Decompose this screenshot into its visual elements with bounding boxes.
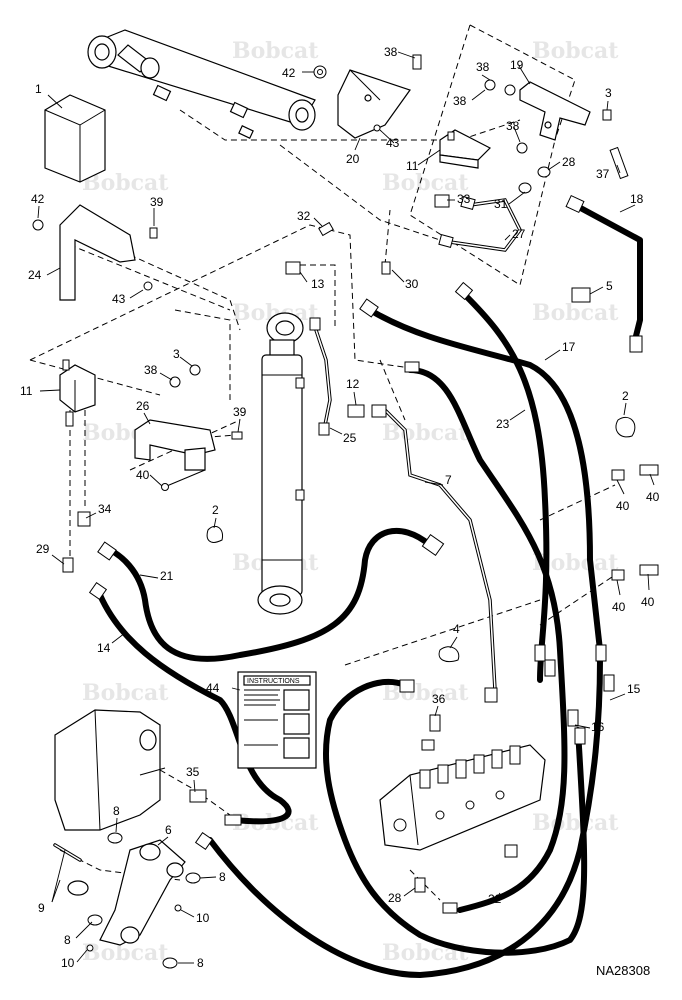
watermark-layer: Bobcat Bobcat Bobcat Bobcat Bobcat Bobca… [82, 38, 619, 966]
callout-29: 29 [36, 542, 50, 556]
callout-16: 16 [591, 720, 605, 734]
callout-3: 3 [605, 86, 612, 100]
callout-42: 42 [31, 192, 45, 206]
callout-42: 42 [282, 66, 296, 80]
part-27-tube [438, 196, 523, 252]
callout-28: 28 [562, 155, 576, 169]
callout-22: 22 [488, 892, 502, 906]
callout-28: 28 [388, 891, 402, 905]
part-7-tube [383, 408, 498, 703]
callout-5: 5 [606, 279, 613, 293]
part-26-bracket [134, 419, 216, 471]
part-20-shield [337, 69, 411, 139]
callout-10: 10 [61, 956, 75, 970]
callout-4: 4 [453, 622, 460, 636]
callout-40: 40 [612, 600, 626, 614]
callout-8: 8 [64, 933, 71, 947]
part-44-instructions: INSTRUCTIONS [237, 671, 317, 769]
part-11-valve-left [59, 359, 96, 427]
part-1-kit-box [44, 94, 106, 183]
callout-23: 23 [496, 417, 510, 431]
callout-2: 2 [212, 503, 219, 517]
o-rings-and-fittings [86, 832, 201, 969]
callout-8: 8 [113, 804, 120, 818]
watermark: Bobcat [382, 420, 469, 446]
callout-32: 32 [297, 209, 311, 223]
callout-3: 3 [173, 347, 180, 361]
callout-19: 19 [510, 58, 524, 72]
callout-leaders [37, 51, 655, 964]
callout-43: 43 [112, 292, 126, 306]
callout-24: 24 [28, 268, 42, 282]
callout-37: 37 [596, 167, 610, 181]
callout-2: 2 [622, 389, 629, 403]
watermark: Bobcat [532, 810, 619, 836]
callout-36: 36 [432, 692, 446, 706]
hose-fittings [88, 194, 643, 914]
watermark: Bobcat [382, 170, 469, 196]
mount-bracket-casting [54, 709, 166, 831]
callout-13: 13 [311, 277, 325, 291]
small-hardware [32, 54, 659, 893]
callout-11: 11 [406, 159, 419, 173]
tilt-cylinder-vertical [257, 312, 305, 615]
callout-1: 1 [35, 82, 42, 96]
callout-11: 11 [20, 384, 33, 398]
control-valve-assembly [379, 744, 546, 851]
callout-40: 40 [641, 595, 655, 609]
callout-34: 34 [98, 502, 112, 516]
callout-40: 40 [646, 490, 660, 504]
part-24-bracket [59, 204, 136, 301]
callout-9: 9 [38, 901, 45, 915]
watermark: Bobcat [532, 38, 619, 64]
callout-38: 38 [384, 45, 398, 59]
callout-44: 44 [206, 681, 220, 695]
callout-40: 40 [136, 468, 150, 482]
callout-25: 25 [343, 431, 357, 445]
callout-40: 40 [616, 499, 630, 513]
callout-12: 12 [346, 377, 360, 391]
callout-15: 15 [627, 682, 641, 696]
callout-8: 8 [197, 956, 204, 970]
callout-31: 31 [494, 197, 508, 211]
part-6-link [99, 839, 186, 946]
callout-10: 10 [196, 911, 210, 925]
watermark: Bobcat [82, 680, 169, 706]
callout-43: 43 [386, 136, 400, 150]
callout-8: 8 [219, 870, 226, 884]
callout-33: 33 [457, 192, 471, 206]
callout-38: 38 [453, 94, 467, 108]
part-9-pins [53, 843, 89, 896]
callout-38: 38 [506, 119, 520, 133]
part-19-bracket [519, 81, 591, 141]
callout-20: 20 [346, 152, 360, 166]
callout-27: 27 [512, 227, 526, 241]
callout-38: 38 [144, 363, 158, 377]
callout-39: 39 [233, 405, 247, 419]
callout-21: 21 [160, 569, 174, 583]
callout-39: 39 [150, 195, 164, 209]
watermark: Bobcat [382, 940, 469, 966]
instructions-label: INSTRUCTIONS [247, 678, 300, 685]
watermark: Bobcat [232, 38, 319, 64]
callout-17: 17 [562, 340, 576, 354]
callout-26: 26 [136, 399, 150, 413]
part-25-tube [309, 317, 332, 436]
part-11-valve-top [439, 129, 492, 169]
hydraulic-hoses [97, 202, 643, 978]
watermark: Bobcat [532, 300, 619, 326]
reference-code: NA28308 [596, 963, 650, 978]
callout-6: 6 [165, 823, 172, 837]
callout-30: 30 [405, 277, 419, 291]
lift-cylinder-top [87, 29, 316, 139]
watermark: Bobcat [82, 940, 169, 966]
callout-38: 38 [476, 60, 490, 74]
callout-14: 14 [97, 641, 111, 655]
callout-labels: 1 38 42 20 43 38 19 38 3 38 11 28 37 42 … [20, 45, 660, 970]
callout-7: 7 [445, 473, 452, 487]
callout-18: 18 [630, 192, 644, 206]
callout-35: 35 [186, 765, 200, 779]
